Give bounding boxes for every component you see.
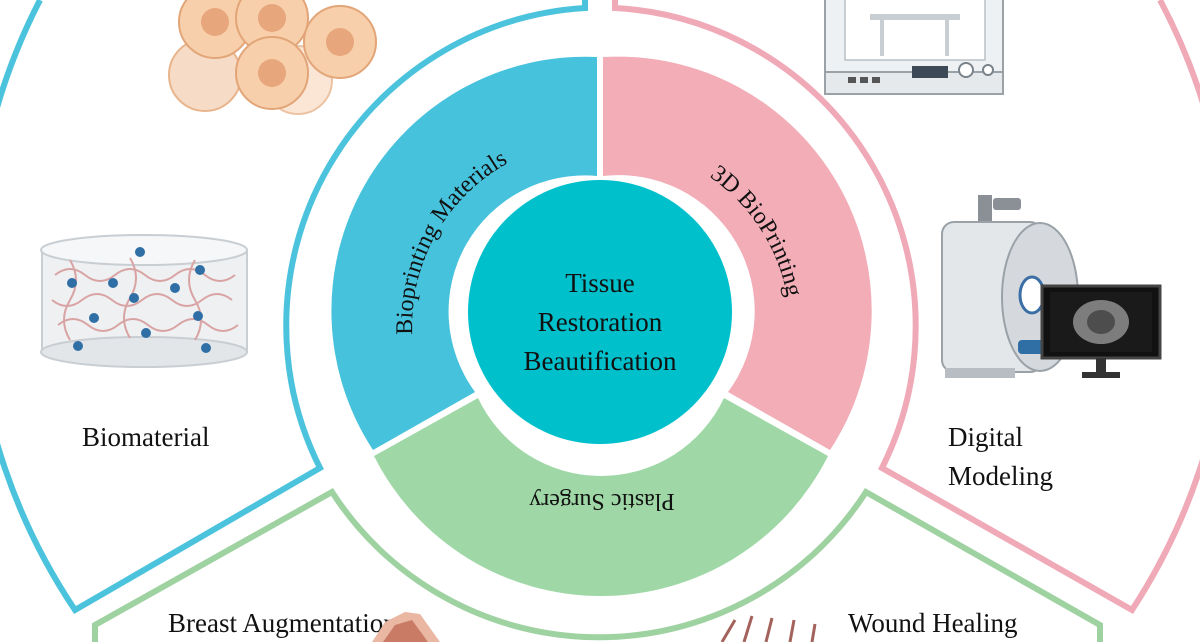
center-line-3: Beautification [524,346,677,376]
outer-sector-plastic-surgery [92,487,1103,642]
ring-segment-3d-bioprinting [603,56,872,451]
label-wound-healing: Wound Healing [848,608,1018,638]
center-line-2: Restoration [538,307,663,337]
center-circle [468,180,732,444]
ring-segment-plastic-surgery [374,398,828,597]
center-line-1: Tissue [565,268,635,298]
label-digital: Digital [948,422,1023,452]
ring-label-plastic-surgery-text: Plastic Surgery [529,488,675,514]
center-text: Tissue Restoration Beautification [524,268,677,376]
breast-tissue-icon [372,612,440,642]
hydrogel-scaffold-icon [40,234,248,368]
label-biomaterial: Biomaterial [82,422,209,452]
outer-sector-biomaterial [0,0,588,615]
ring-segment-bioprinting-materials [331,56,597,450]
inner-ring [331,56,872,597]
ring-label-plastic-surgery: Plastic Surgery [529,488,675,514]
cells-icon [168,0,377,115]
label-breast-augmentation: Breast Augmentation [168,608,397,638]
3d-printer-icon [824,0,1004,95]
outer-sector-digital-modeling [612,0,1200,615]
skin-wound-icon [720,615,817,642]
mri-scanner-icon [941,195,1162,378]
label-modeling: Modeling [948,461,1053,491]
